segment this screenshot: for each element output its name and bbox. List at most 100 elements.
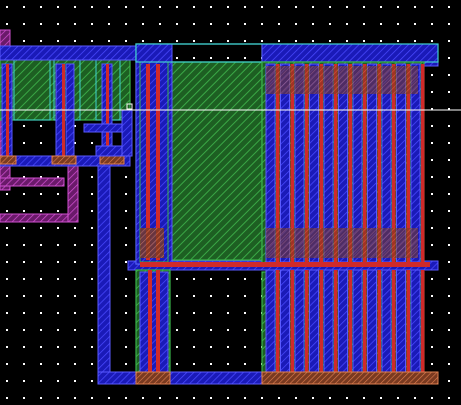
grid-dot — [23, 210, 25, 212]
grid-dot — [57, 363, 59, 365]
grid-dot — [193, 346, 195, 348]
grid-dot — [91, 210, 93, 212]
left-inverter-stack[interactable] — [0, 45, 138, 167]
grid-dot — [57, 176, 59, 178]
grid-dot — [57, 295, 59, 297]
grid-dot — [448, 176, 450, 178]
grid-dot — [40, 142, 42, 144]
right-nmos-array[interactable] — [261, 269, 439, 385]
grid-dot — [295, 23, 297, 25]
grid-dot — [278, 397, 280, 399]
grid-dot — [23, 278, 25, 280]
grid-dot — [23, 176, 25, 178]
grid-dot — [6, 210, 8, 212]
grid-dot — [6, 346, 8, 348]
metal1-finger — [280, 269, 290, 375]
grid-dot — [176, 363, 178, 365]
grid-dot — [40, 125, 42, 127]
left-nmos[interactable] — [135, 269, 171, 385]
poly-finger — [348, 270, 352, 374]
right-finger-group-bottom — [265, 269, 425, 375]
grid-dot — [125, 312, 127, 314]
center-pmos-array[interactable] — [135, 43, 263, 265]
grid-dot — [227, 346, 229, 348]
metal1-finger — [323, 269, 334, 375]
grid-dot — [23, 125, 25, 127]
grid-dot — [227, 23, 229, 25]
grid-dot — [125, 6, 127, 8]
grid-dot — [91, 380, 93, 382]
grid-dot — [6, 6, 8, 8]
grid-dot — [6, 261, 8, 263]
poly-finger — [363, 64, 367, 262]
grid-dot — [74, 295, 76, 297]
grid-dot — [312, 6, 314, 8]
grid-dot — [6, 278, 8, 280]
grid-dot — [57, 329, 59, 331]
grid-dot — [227, 295, 229, 297]
poly-finger — [392, 270, 396, 374]
grid-dot — [329, 40, 331, 42]
grid-dot — [448, 363, 450, 365]
poly-finger — [319, 270, 323, 374]
grid-dot — [23, 40, 25, 42]
grid-dot — [448, 261, 450, 263]
metal1-finger — [265, 269, 276, 375]
grid-dot — [23, 6, 25, 8]
grid-dot — [193, 295, 195, 297]
grid-dot — [295, 397, 297, 399]
grid-dot — [91, 346, 93, 348]
grid-dot — [108, 23, 110, 25]
grid-dot — [40, 363, 42, 365]
grid-dot — [57, 227, 59, 229]
grid-dot — [176, 329, 178, 331]
grid-dot — [227, 278, 229, 280]
grid-dot — [23, 23, 25, 25]
grid-dot — [91, 312, 93, 314]
grid-dot — [414, 397, 416, 399]
grid-dot — [329, 6, 331, 8]
grid-dot — [40, 176, 42, 178]
grid-dot — [125, 295, 127, 297]
grid-dot — [91, 142, 93, 144]
grid-dot — [159, 6, 161, 8]
grid-dot — [414, 40, 416, 42]
grid-dot — [74, 380, 76, 382]
grid-dot — [74, 312, 76, 314]
grid-dot — [448, 278, 450, 280]
grid-dot — [431, 40, 433, 42]
grid-dot — [261, 397, 263, 399]
grid-dot — [23, 193, 25, 195]
grid-dot — [227, 312, 229, 314]
grid-dot — [108, 40, 110, 42]
grid-dot — [6, 380, 8, 382]
grid-dot — [159, 397, 161, 399]
grid-dot — [210, 363, 212, 365]
grid-dot — [23, 244, 25, 246]
grid-dot — [312, 397, 314, 399]
grid-dot — [210, 346, 212, 348]
grid-dot — [74, 227, 76, 229]
grid-dot — [448, 380, 450, 382]
grid-dot — [380, 23, 382, 25]
grid-dot — [23, 380, 25, 382]
grid-dot — [312, 23, 314, 25]
grid-dot — [227, 329, 229, 331]
grid-dot — [6, 397, 8, 399]
grid-dot — [40, 40, 42, 42]
grid-dot — [91, 278, 93, 280]
grid-dot — [125, 227, 127, 229]
grid-dot — [346, 23, 348, 25]
grid-dot — [40, 397, 42, 399]
grid-dot — [125, 40, 127, 42]
right-pmos-array[interactable] — [135, 43, 439, 267]
grid-dot — [346, 397, 348, 399]
poly-finger — [406, 270, 410, 374]
grid-dot — [176, 312, 178, 314]
grid-dot — [125, 193, 127, 195]
grid-dot — [295, 40, 297, 42]
grid-dot — [431, 74, 433, 76]
grid-dot — [210, 40, 212, 42]
